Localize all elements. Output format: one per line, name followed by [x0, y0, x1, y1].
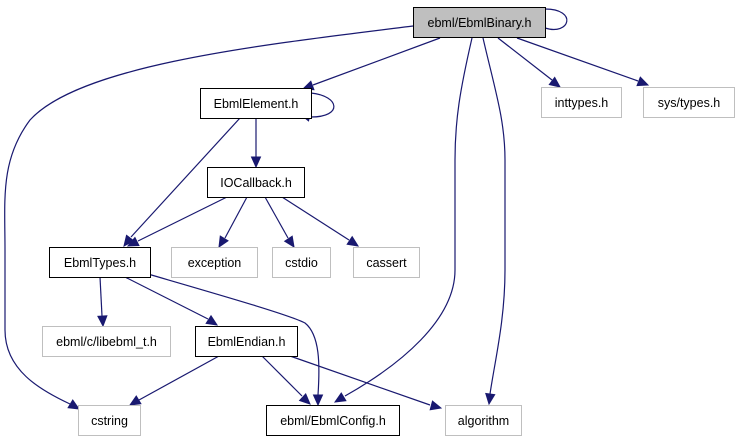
edge-iocallback-to-ebmltypes [126, 196, 228, 247]
node-ebmlbinary[interactable]: ebml/EbmlBinary.h [413, 7, 546, 38]
edge-ebmlbinary-to-ebmlconfig [333, 37, 473, 403]
node-box [171, 247, 258, 278]
arrowhead-icon [333, 392, 347, 403]
node-ebmlendian[interactable]: EbmlEndian.h [195, 326, 298, 357]
arrowhead-icon [97, 315, 108, 328]
node-label: EbmlElement.h [214, 97, 299, 111]
edge-ebmlelement-to-ebmltypes [123, 117, 241, 247]
node-box [195, 326, 298, 357]
node-algorithm: algorithm [445, 405, 522, 436]
node-box [413, 7, 546, 38]
edge-line [137, 196, 228, 242]
edge-line [497, 37, 553, 81]
node-label: EbmlEndian.h [208, 335, 286, 349]
node-label: algorithm [458, 414, 509, 428]
node-cstdio: cstdio [272, 247, 331, 278]
node-box [49, 247, 151, 278]
node-box [272, 247, 331, 278]
edge-ebmlendian-to-algorithm [289, 355, 443, 411]
edge-line [147, 273, 320, 396]
arrowhead-icon [283, 235, 295, 249]
node-label: cstdio [285, 256, 318, 270]
arrowhead-icon [250, 156, 262, 169]
node-label: EbmlTypes.h [64, 256, 136, 270]
edge-line [124, 276, 209, 320]
edge-line [344, 37, 473, 397]
node-box [200, 88, 312, 119]
edge-line [310, 92, 335, 118]
arrowhead-icon [548, 76, 561, 88]
node-label: IOCallback.h [220, 176, 292, 190]
node-ebmltypes[interactable]: EbmlTypes.h [49, 247, 151, 278]
edge-line [289, 355, 431, 406]
node-box [78, 405, 141, 436]
node-libebml_t: ebml/c/libebml_t.h [42, 326, 171, 357]
node-iocallback[interactable]: IOCallback.h [207, 167, 305, 198]
edge-line [138, 355, 220, 401]
edge-ebmlendian-to-ebmlconfig [261, 355, 311, 405]
node-box [266, 405, 400, 436]
edge-line [482, 37, 506, 395]
edge-ebmlbinary-to-algorithm [482, 37, 506, 406]
node-ebmlelement[interactable]: EbmlElement.h [200, 88, 312, 119]
arrowhead-icon [218, 235, 229, 249]
arrowhead-icon [298, 393, 311, 405]
node-box [643, 87, 735, 118]
arrowhead-icon [123, 234, 135, 247]
arrowhead-icon [636, 76, 650, 87]
node-label: sys/types.h [658, 96, 721, 110]
node-box [445, 405, 522, 436]
edge-line [544, 8, 568, 31]
node-label: cstring [91, 414, 128, 428]
arrowhead-icon [67, 399, 81, 410]
edge-line [312, 37, 441, 86]
edge-ebmlendian-to-cstring [128, 355, 220, 406]
node-cassert: cassert [353, 247, 420, 278]
edge-line [261, 355, 303, 397]
node-label: cassert [366, 256, 407, 270]
edge-line [130, 117, 241, 238]
edge-ebmlbinary-to-inttypes [497, 37, 561, 88]
node-box [541, 87, 622, 118]
edge-ebmlbinary-to-cstring [4, 25, 414, 410]
edge-line [224, 196, 248, 239]
node-box [207, 167, 305, 198]
edge-ebmltypes-to-libebml_t [97, 276, 108, 328]
arrowhead-icon [126, 236, 140, 247]
arrowhead-icon [485, 392, 496, 406]
edge-ebmlbinary-to-systypes [516, 37, 650, 87]
arrowhead-icon [128, 395, 142, 406]
edge-iocallback-to-cassert [281, 196, 360, 247]
node-box [353, 247, 420, 278]
node-label: inttypes.h [555, 96, 609, 110]
edge-line [4, 25, 414, 405]
node-systypes: sys/types.h [643, 87, 735, 118]
edge-ebmltypes-to-ebmlendian [124, 276, 219, 326]
edge-line [516, 37, 639, 82]
arrowhead-icon [312, 394, 324, 407]
node-ebmlconfig[interactable]: ebml/EbmlConfig.h [266, 405, 400, 436]
arrowhead-icon [346, 235, 360, 247]
node-box [42, 326, 171, 357]
node-label: exception [188, 256, 242, 270]
node-label: ebml/EbmlBinary.h [428, 16, 532, 30]
edge-line [99, 276, 103, 317]
node-exception: exception [171, 247, 258, 278]
edge-ebmlelement-to-iocallback [250, 118, 262, 169]
edge-iocallback-to-cstdio [264, 196, 295, 249]
node-label: ebml/EbmlConfig.h [280, 414, 386, 428]
edge-ebmltypes-to-ebmlconfig [147, 273, 324, 407]
node-inttypes: inttypes.h [541, 87, 622, 118]
arrowhead-icon [429, 400, 443, 411]
node-label: ebml/c/libebml_t.h [56, 335, 157, 349]
edge-line [264, 196, 289, 239]
edge-ebmlbinary-to-ebmlelement [301, 37, 441, 91]
node-cstring: cstring [78, 405, 141, 436]
edge-line [281, 196, 350, 241]
edge-iocallback-to-exception [218, 196, 248, 249]
arrowhead-icon [205, 314, 219, 326]
